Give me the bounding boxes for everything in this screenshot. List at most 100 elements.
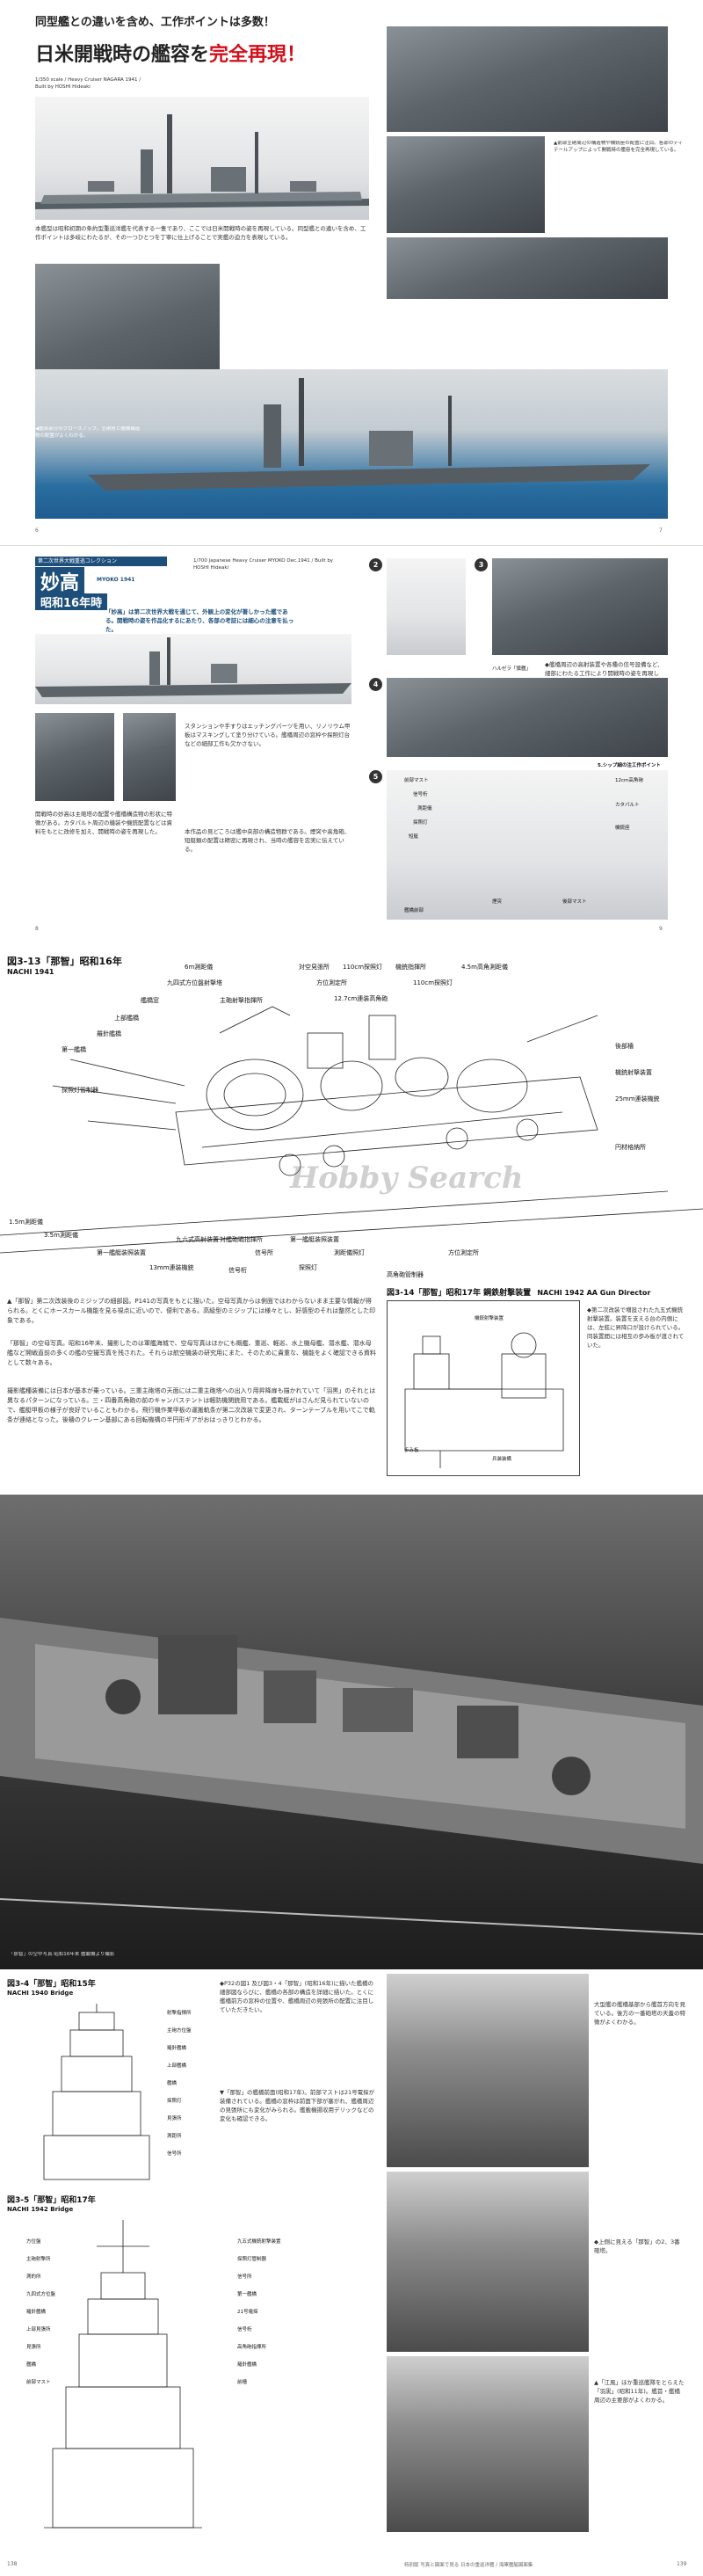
fig-label: 機銃射撃装置 bbox=[615, 1069, 652, 1076]
intro-text: 本艦型は昭和初期の条約型重巡洋艦を代表する一隻であり、ここでは日米開戦時の姿を再… bbox=[35, 225, 366, 242]
photo-deck-detail-1 bbox=[387, 26, 668, 132]
fig-label: 九六式高射装置 bbox=[176, 1236, 219, 1243]
page-number-right: 7 bbox=[659, 528, 663, 534]
fig-3-5-label: 方位盤 bbox=[26, 2239, 41, 2245]
fig-label: 12.7cm連装高角砲 bbox=[334, 995, 388, 1002]
page-number-left: 6 bbox=[35, 528, 39, 534]
photo-turrets bbox=[387, 2172, 589, 2352]
para-a: ◆P32の図1 及び図3・4「那智」(昭和16年)に描いた艦橋の細部図ならびに、… bbox=[220, 1980, 374, 2014]
page-number-right: 9 bbox=[659, 926, 663, 932]
headline-part-a: 日米開戦時の艦容を bbox=[35, 44, 210, 66]
tag-a: ハルゼラ「旗艦」 bbox=[492, 666, 532, 672]
badge-5: 5 bbox=[369, 770, 382, 783]
spread-hero: 同型艦との違いを含め、工作ポイントは多数！ 日米開戦時の艦容を完全再現！ 1/3… bbox=[0, 0, 703, 545]
fig-3-5-label: 主砲射撃所 bbox=[26, 2257, 51, 2262]
fig-label: 信号桁 bbox=[228, 1267, 247, 1274]
ship-silhouette-icon bbox=[35, 637, 352, 697]
fig-label: 110cm探照灯 bbox=[413, 979, 453, 986]
body-para-1: ▲「那智」第二次改装後のミジップの細部図。P141の写真をもとに描いた。空母写真… bbox=[7, 1298, 376, 1324]
tag-b: 艦橋前部 bbox=[404, 908, 424, 913]
fig-label: 1.5m測距儀 bbox=[9, 1219, 43, 1226]
body-para-3: 撮影艦種装備には日本が基本が乗っている。三重主砲塔の天面には二重主砲塔への出入り… bbox=[7, 1387, 376, 1423]
para-b: ▼「那智」の艦橋前面(昭和17年)。前部マストは21号電探が装備されている。艦橋… bbox=[220, 2089, 375, 2123]
callout-8: 機銃座 bbox=[615, 826, 630, 831]
fig-label: 第一艦艇装照装置 bbox=[290, 1236, 339, 1243]
fig-label: 第一艦橋 bbox=[62, 1046, 86, 1053]
photo-myoko-full bbox=[35, 634, 352, 704]
fig-label: 主砲射撃指揮所 bbox=[220, 997, 263, 1004]
photo-ship-on-sea bbox=[35, 369, 668, 519]
fig-label: 九四式方位盤射撃塔 bbox=[167, 979, 222, 986]
ship-silhouette-icon bbox=[88, 378, 650, 491]
fig-3-14-subtitle: NACHI 1942 AA Gun Director bbox=[537, 1289, 651, 1297]
page-number-left: 138 bbox=[7, 2561, 18, 2567]
section-bridge-figures: 図3-4「那智」昭和15年 NACHI 1940 Bridge 射撃指揮所 主砲… bbox=[0, 1974, 703, 2576]
aerial-ship-icon bbox=[0, 1618, 703, 1935]
headline: 日米開戦時の艦容を完全再現！ bbox=[35, 39, 306, 67]
photo-deck-detail-2 bbox=[387, 136, 545, 233]
fig-label: 艦橋窓 bbox=[141, 997, 159, 1004]
headline-part-b: 完全再現！ bbox=[209, 44, 307, 66]
body-text-2: スタンションや手すりはエッチングパーツを用い、リノリウム甲板はマスキングして塗り… bbox=[185, 723, 351, 748]
fig-label: 上部艦橋 bbox=[114, 1015, 139, 1022]
fig-3-5-label: 羅針艦橋 bbox=[237, 2362, 257, 2368]
fig-label: 第一艦艇装照装置 bbox=[97, 1249, 146, 1256]
callout-4: 探照灯 bbox=[413, 820, 428, 826]
section-body: ▲「那智」第二次改装後のミジップの細部図。P141の写真をもとに描いた。空母写真… bbox=[0, 1288, 703, 1490]
fig-3-14-label: 兵装装備 bbox=[492, 1457, 512, 1462]
fig-label: 13mm連装機銃 bbox=[149, 1264, 194, 1271]
kicker: 同型艦との違いを含め、工作ポイントは多数！ bbox=[35, 16, 275, 29]
fig-3-13-title: 図3-13「那智」昭和16年 bbox=[7, 956, 122, 967]
fig-3-13-subtitle: NACHI 1941 bbox=[7, 968, 54, 976]
aerial-caption: 「那智」の空中写真 昭和16年末 艦載機より撮影 bbox=[9, 1952, 115, 1957]
fig-3-5-label: 信号所 bbox=[237, 2274, 252, 2280]
fig-label: 3.5m測距儀 bbox=[44, 1232, 78, 1239]
fig-label: 信号所 bbox=[255, 1249, 273, 1256]
fig-3-14-panel bbox=[387, 1300, 580, 1476]
page-number-left: 8 bbox=[35, 926, 39, 932]
page-number-right: 139 bbox=[677, 2561, 687, 2567]
fig-label: 対艦砲戦指揮所 bbox=[220, 1236, 263, 1243]
fig-3-5-label: 羅針艦橋 bbox=[26, 2310, 47, 2315]
fig-3-14-title-text: 図3-14「那智」昭和17年 鋼鉄射撃装置 bbox=[387, 1289, 532, 1298]
fig-3-5-label: 見張所 bbox=[26, 2345, 41, 2350]
midship-drawing-icon bbox=[0, 1006, 703, 1254]
fig-3-5-label: 九五式機銃射撃装置 bbox=[237, 2239, 281, 2245]
fig-3-4-label: 羅針艦橋 bbox=[167, 2046, 187, 2051]
left-caption: ◀艦首部分のクローズアップ。主砲塔と艦橋構造物の配置がよくわかる。 bbox=[35, 426, 141, 439]
fig-label: 4.5m高角測距儀 bbox=[461, 964, 508, 971]
body-text-3: 本作品の見どころは艦中央部の構造物群である。煙突や高角砲、短艇類の配置は精密に再… bbox=[185, 828, 351, 854]
photo-bridge-front bbox=[387, 1974, 589, 2167]
fig-3-5-label: 測的所 bbox=[26, 2274, 41, 2280]
fig-label: 6m測距儀 bbox=[185, 964, 214, 971]
series-tag: 第二次世界大戦重巡コレクション bbox=[35, 557, 167, 567]
fig-3-5-label: 高角砲指揮所 bbox=[237, 2345, 267, 2350]
photo-part-2 bbox=[387, 558, 466, 655]
callout-1: 前部マスト bbox=[404, 778, 429, 783]
fig-3-5-label: 前檣 bbox=[237, 2380, 248, 2385]
callout-6: 12cm高角砲 bbox=[615, 778, 643, 783]
fig-3-4-subtitle: NACHI 1940 Bridge bbox=[7, 1990, 74, 1997]
body-para-2: 「那智」の空母写真。昭和16年末、撮影したのは軍艦海城で、空母写真はほかにも概艦… bbox=[7, 1340, 376, 1366]
fig-3-5-label: 信号桁 bbox=[237, 2327, 252, 2332]
fig-label: 探照灯管制器 bbox=[62, 1087, 98, 1094]
spread-myoko: 第二次世界大戦重巡コレクション 妙高 MYOKO 1941 昭和16年時 1/7… bbox=[0, 545, 703, 941]
badge-4: 4 bbox=[369, 678, 382, 691]
callout-10: 後部マスト bbox=[562, 899, 587, 905]
fig-label: 方位測定所 bbox=[316, 979, 347, 986]
bridge-1940-drawing-icon bbox=[43, 2004, 150, 2180]
footer: 特別版 写真と図面で見る 日本の重巡洋艦 / 海軍艦艇図面集 bbox=[404, 2563, 533, 2568]
section-aerial: 「那智」の空中写真 昭和16年末 艦載機より撮影 bbox=[0, 1495, 703, 1969]
photo-aerial-nachi: 「那智」の空中写真 昭和16年末 艦載機より撮影 bbox=[0, 1495, 703, 1969]
fig-3-4-label: 測距所 bbox=[167, 2134, 182, 2139]
ship-roman: MYOKO 1941 bbox=[97, 577, 135, 583]
fig-3-14-desc: ◆第二次改装で増設された九五式機銃射撃装置。装置を支える台の内側には、左舷に昇降… bbox=[587, 1306, 685, 1350]
ship-silhouette-icon bbox=[35, 114, 369, 209]
callout-3: 測距儀 bbox=[417, 806, 432, 811]
badge-2: 2 bbox=[369, 558, 382, 571]
model-info: 1/700 Japanese Heavy Cruiser MYOKO Dec.1… bbox=[193, 558, 334, 571]
fig-3-5-title: 図3-5「那智」昭和17年 bbox=[7, 2196, 96, 2205]
photo-bridge-closeup bbox=[35, 713, 114, 801]
body-text-1: 開戦時の妙高は主砲塔の配置や艦橋構造物の形状に特徴がある。カタパルト周辺の艤装や… bbox=[35, 811, 172, 836]
fig-3-4-label: 見張所 bbox=[167, 2116, 182, 2121]
